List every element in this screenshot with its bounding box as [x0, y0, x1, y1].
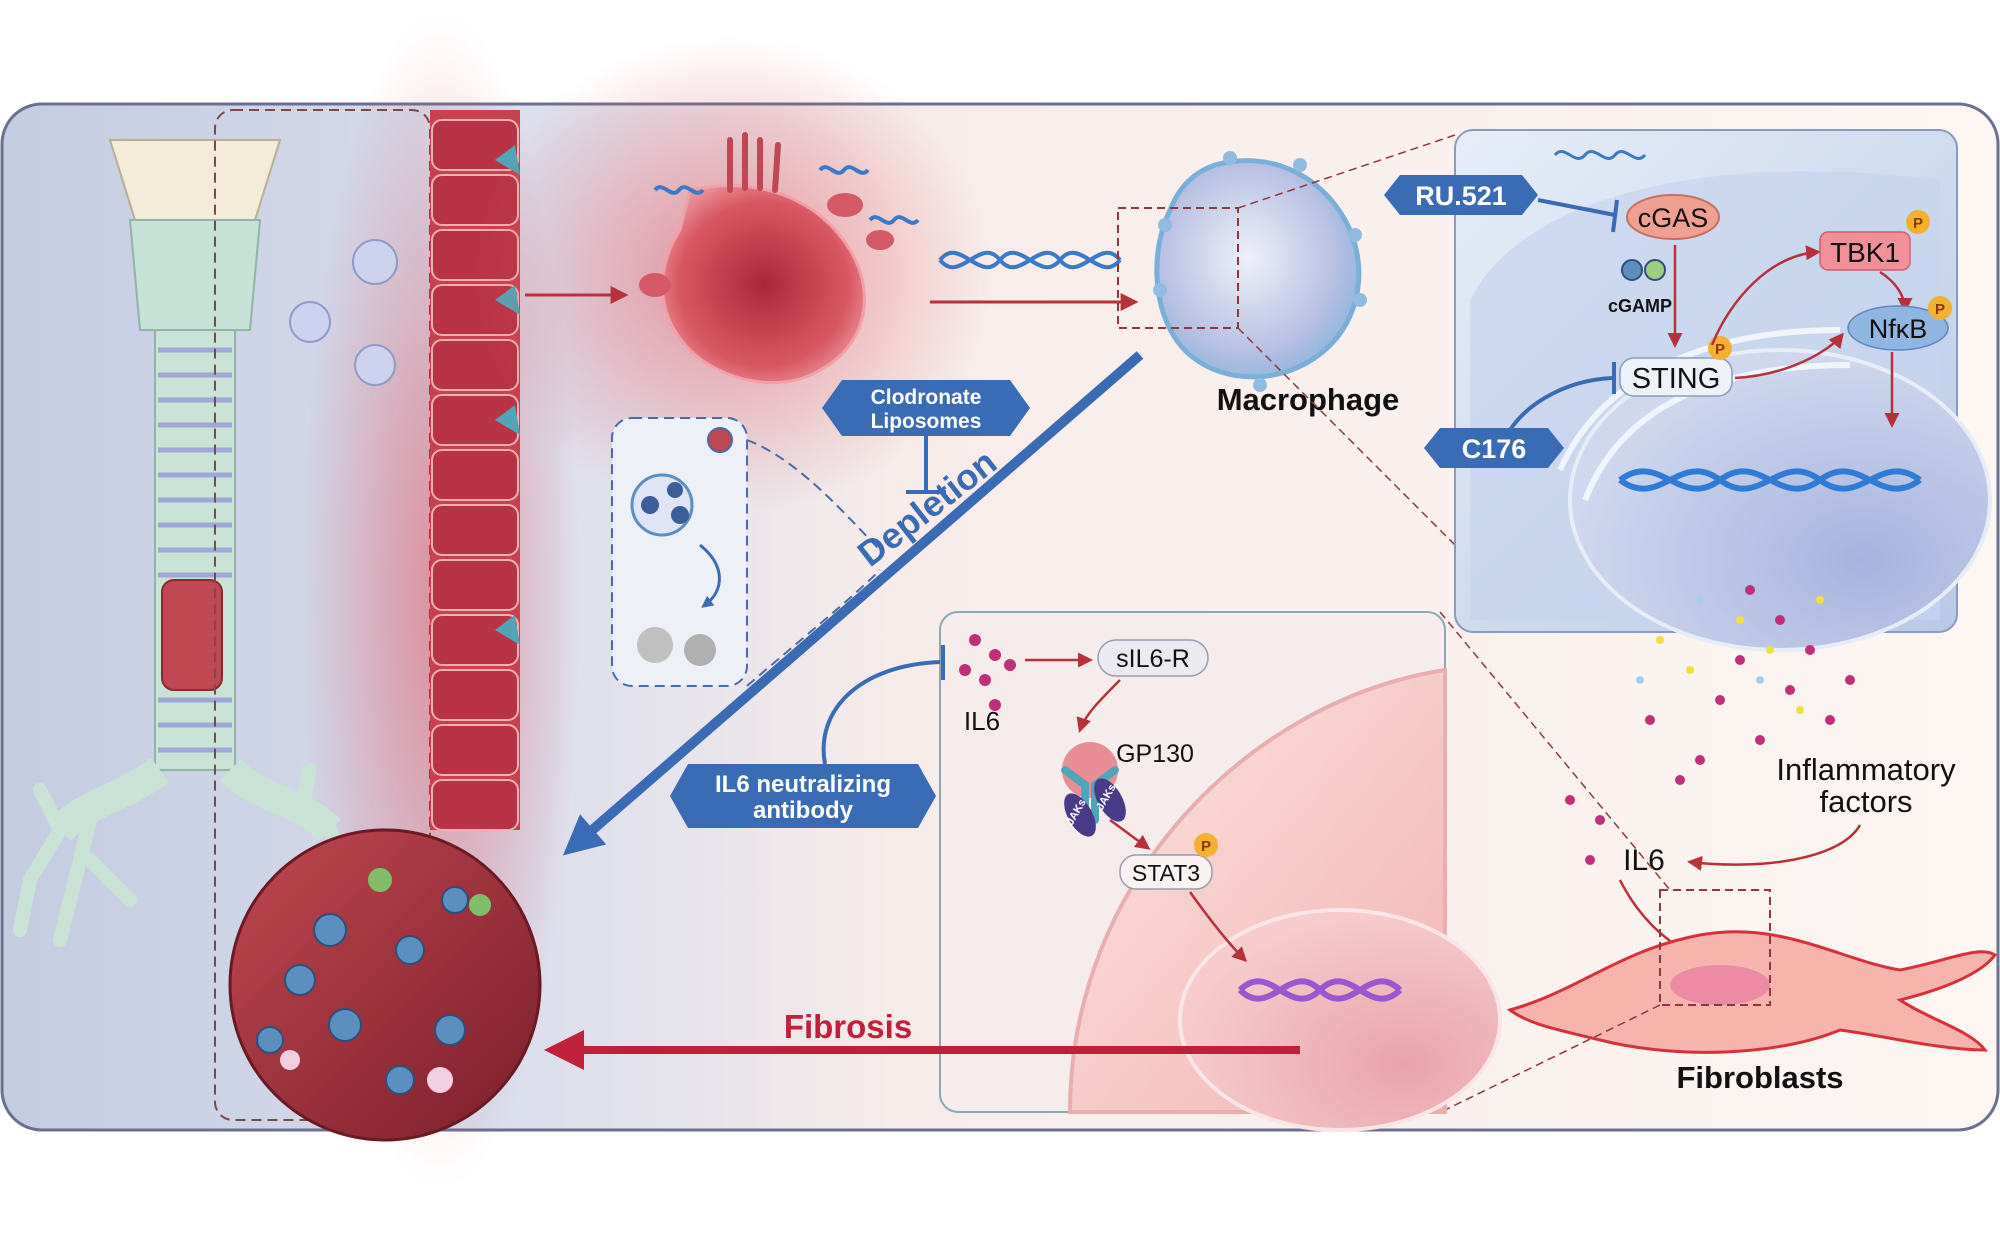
- inflammatory-to-il6-arrow: [1687, 824, 1862, 871]
- c176-badge: [1424, 428, 1564, 468]
- fibroblast-zoom-lines: [1439, 611, 1671, 1111]
- cgas-node: [1626, 194, 1720, 240]
- gp130-receptor: [1061, 742, 1126, 837]
- ru521-inhibitor: [1537, 198, 1619, 233]
- clodronate-line2: Liposomes: [871, 410, 982, 433]
- nfkb-label: NfκB: [1869, 314, 1928, 344]
- fibroblast-cell: [1506, 889, 1998, 1054]
- depletion-inhibitor: [906, 436, 946, 494]
- gp130-label: GP130: [1116, 740, 1194, 768]
- il6-dots: [959, 634, 1016, 711]
- floating-macrophages: [289, 239, 398, 386]
- fibroblasts-label: Fibroblasts: [1676, 1060, 1843, 1095]
- sting-to-tbk1-arrow: [1710, 245, 1821, 346]
- sil6r-label: sIL6-R: [1116, 645, 1190, 673]
- cgamp-label: cGAMP: [1608, 296, 1672, 316]
- sil6r-to-gp130-arrow: [1076, 679, 1121, 733]
- tbk1-label: TBK1: [1830, 237, 1900, 268]
- il6-right-label: IL6: [1623, 844, 1665, 877]
- cgamp-icon: [1621, 259, 1666, 281]
- tbk1-p-label: P: [1913, 215, 1923, 232]
- depletion-inset: [611, 417, 748, 687]
- il6-left-label: IL6: [964, 706, 1000, 736]
- clodronate-badge: [822, 380, 1030, 436]
- tbk1-p-badge: [1906, 210, 1930, 234]
- nfkb-p-badge: [1928, 296, 1952, 320]
- inflammatory-line1: Inflammatory: [1776, 752, 1956, 787]
- cytokine-dots: [1565, 585, 1855, 865]
- macrophage-cell: [1117, 151, 1367, 392]
- antibody-badge: [670, 764, 936, 828]
- trachea-illustration: [13, 109, 431, 1121]
- sting-to-nfkb-arrow: [1734, 332, 1844, 380]
- fibrosis-label: Fibrosis: [784, 1008, 912, 1045]
- c176-inhibitor: [1508, 362, 1616, 432]
- airway-tumor: [161, 579, 223, 691]
- macrophage-label: Macrophage: [1217, 382, 1400, 417]
- sting-p-label: P: [1715, 341, 1725, 358]
- dna-fragments: [653, 165, 1122, 270]
- stat3-to-dna-arrow: [1188, 891, 1248, 963]
- stat3-label: STAT3: [1132, 860, 1200, 886]
- sting-node: [1619, 357, 1733, 397]
- sting-label: STING: [1632, 363, 1721, 395]
- depletion-arrow: [562, 351, 1144, 856]
- sil6r-node: [1097, 639, 1209, 677]
- ru521-badge: [1384, 175, 1538, 215]
- stat3-node: [1119, 854, 1213, 890]
- tbk1-node: [1819, 231, 1911, 271]
- antibody-line2: antibody: [753, 797, 854, 824]
- tumor-mass: [228, 828, 542, 1142]
- ru521-label: RU.521: [1415, 181, 1507, 211]
- stat3-p-label: P: [1201, 838, 1211, 855]
- clodronate-line1: Clodronate: [871, 386, 982, 409]
- antibody-line1: IL6 neutralizing: [715, 771, 891, 798]
- stat3-p-badge: [1194, 833, 1218, 857]
- nfkb-node: [1847, 305, 1949, 351]
- jak-to-stat3-arrow: [1109, 818, 1151, 850]
- c176-label: C176: [1462, 434, 1527, 464]
- nfkb-p-label: P: [1935, 301, 1945, 318]
- cgas-label: cGAS: [1638, 203, 1709, 233]
- antibody-inhibitor: [821, 645, 945, 765]
- inflammatory-line2: factors: [1819, 784, 1912, 819]
